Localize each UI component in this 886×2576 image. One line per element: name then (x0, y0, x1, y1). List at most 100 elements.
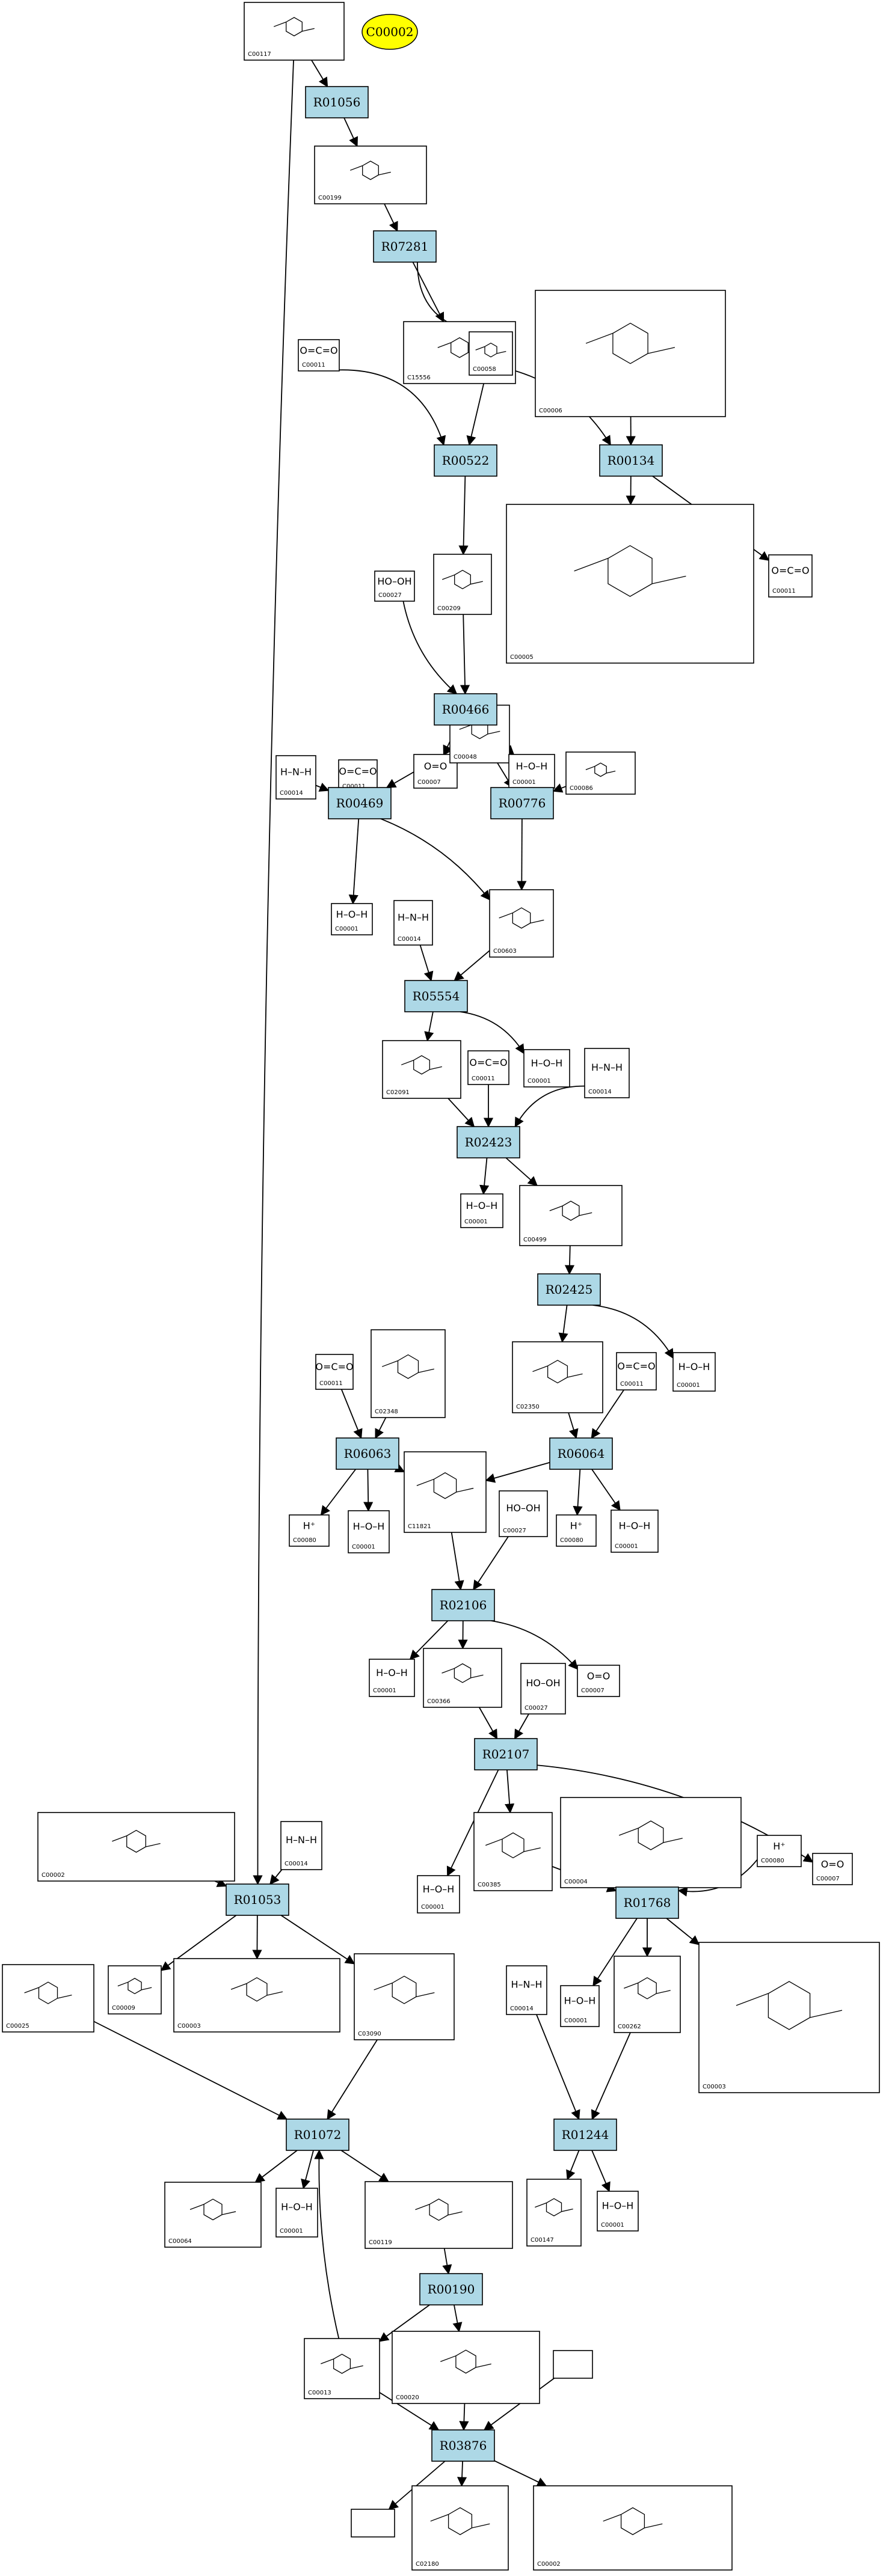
reaction-node[interactable]: R02425 (537, 1273, 601, 1306)
compound-node[interactable]: C00058 (469, 331, 513, 376)
compound-node[interactable] (351, 2509, 395, 2538)
compound-node[interactable]: C00499 (519, 1185, 623, 1246)
structure-sketch (128, 1978, 142, 1995)
structure-bond (112, 1835, 127, 1842)
compound-node[interactable]: C00002 (37, 1812, 235, 1882)
compound-node[interactable]: C00064 (164, 2182, 262, 2248)
reaction-node[interactable]: R00522 (434, 444, 497, 477)
compound-node[interactable]: C02091 (382, 1040, 461, 1099)
compound-node[interactable]: C00603 (489, 889, 554, 958)
compound-node[interactable]: C00013 (304, 2338, 380, 2399)
compound-node[interactable]: C00005 (506, 504, 754, 664)
reaction-node[interactable]: R00776 (490, 787, 554, 819)
compound-node[interactable]: H⁺C00080 (556, 1514, 597, 1547)
reaction-node[interactable]: R00466 (434, 693, 497, 726)
reaction-node[interactable]: R07281 (373, 230, 437, 263)
edge-arrow (566, 2150, 580, 2180)
compound-node[interactable]: C00003 (698, 1942, 880, 2093)
compound-node[interactable] (553, 2350, 593, 2379)
compound-node[interactable]: C03090 (354, 1953, 455, 2040)
structure-bond (561, 2208, 573, 2212)
compound-node[interactable]: C00119 (365, 2181, 513, 2249)
edge-arrow (254, 2150, 298, 2183)
compound-node[interactable]: C00006 (535, 290, 726, 417)
compound-id: C00006 (539, 408, 562, 414)
reaction-node[interactable]: R06064 (549, 1437, 613, 1470)
compound-node[interactable]: C00199 (314, 145, 427, 204)
reaction-id: R05554 (413, 989, 460, 1003)
structure-bond (624, 1982, 638, 1989)
reaction-node[interactable]: R01053 (226, 1883, 289, 1916)
reaction-node[interactable]: R06063 (336, 1437, 399, 1470)
reaction-node[interactable]: R02106 (431, 1589, 495, 1621)
compound-formula: H–O–H (423, 1883, 455, 1895)
reaction-node[interactable]: R02423 (457, 1126, 520, 1158)
compound-box (469, 331, 513, 376)
compound-node[interactable]: C00002 (533, 2485, 733, 2571)
reaction-node[interactable]: R00134 (599, 444, 663, 477)
compound-node[interactable]: H⁺C00080 (757, 1835, 802, 1867)
compound-node[interactable]: C00009 (108, 1965, 162, 2015)
compound-node[interactable]: C00004 (560, 1797, 742, 1888)
reaction-node[interactable]: R05554 (404, 980, 468, 1012)
compound-node[interactable]: C11821 (404, 1451, 487, 1533)
compound-node[interactable]: C00003 (173, 1958, 340, 2033)
reaction-box (490, 787, 554, 819)
reaction-node[interactable]: R01768 (615, 1886, 679, 1919)
reaction-node[interactable]: R01056 (305, 86, 369, 118)
compound-node[interactable]: C00117 (244, 2, 345, 61)
reaction-node[interactable]: R00469 (328, 787, 392, 819)
compound-node[interactable]: C00025 (2, 1964, 94, 2033)
reaction-node[interactable]: R01244 (553, 2119, 617, 2151)
compound-node[interactable]: C02350 (512, 1341, 603, 1413)
reaction-node[interactable]: R02107 (474, 1738, 538, 1770)
compound-node[interactable]: C00262 (614, 1956, 681, 2033)
compound-node[interactable]: C00385 (473, 1812, 553, 1891)
reaction-node[interactable]: R03876 (431, 2429, 495, 2462)
reaction-node[interactable]: R00190 (419, 2273, 483, 2305)
reaction-node[interactable]: R01072 (286, 2119, 349, 2151)
compound-node[interactable]: C02180 (411, 2485, 509, 2571)
compound-node[interactable]: H⁺C00080 (289, 1514, 330, 1547)
structure-bond (401, 1060, 414, 1065)
compound-node[interactable]: C02348 (371, 1329, 446, 1418)
structure-sketch (362, 161, 379, 180)
compound-node[interactable]: C00086 (565, 751, 636, 795)
compound-node[interactable]: C00147 (526, 2179, 582, 2247)
structure-bond (441, 574, 455, 580)
compound-id: C00002 (537, 2561, 561, 2568)
reaction-id: R01053 (234, 1892, 281, 1907)
compound-node[interactable]: C00020 (392, 2331, 540, 2404)
compound-node[interactable]: C00209 (433, 554, 492, 615)
compound-node[interactable]: C00366 (423, 1648, 502, 1708)
